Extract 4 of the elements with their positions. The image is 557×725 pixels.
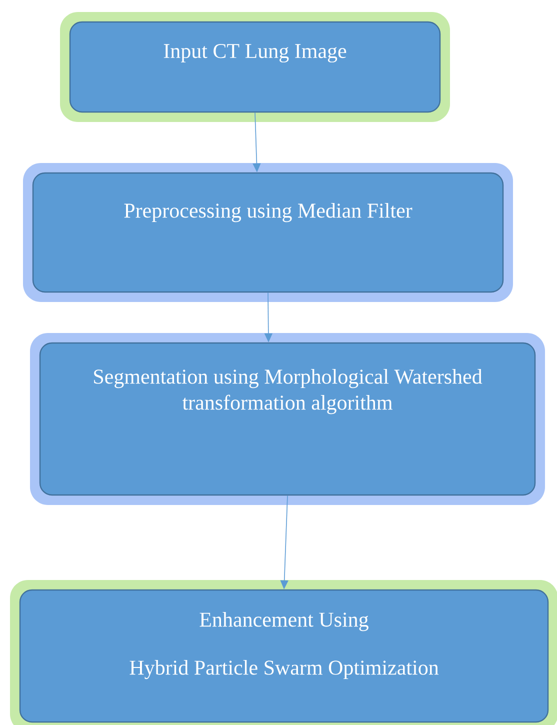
process-box: Preprocessing using Median Filter (23, 163, 513, 302)
process-box: Input CT Lung Image (60, 12, 450, 122)
process-box: Segmentation using Morphological Watershed transformation algorithm (30, 333, 545, 505)
process-box: Enhancement Using Hybrid Particle Swarm Optimization (10, 580, 557, 725)
